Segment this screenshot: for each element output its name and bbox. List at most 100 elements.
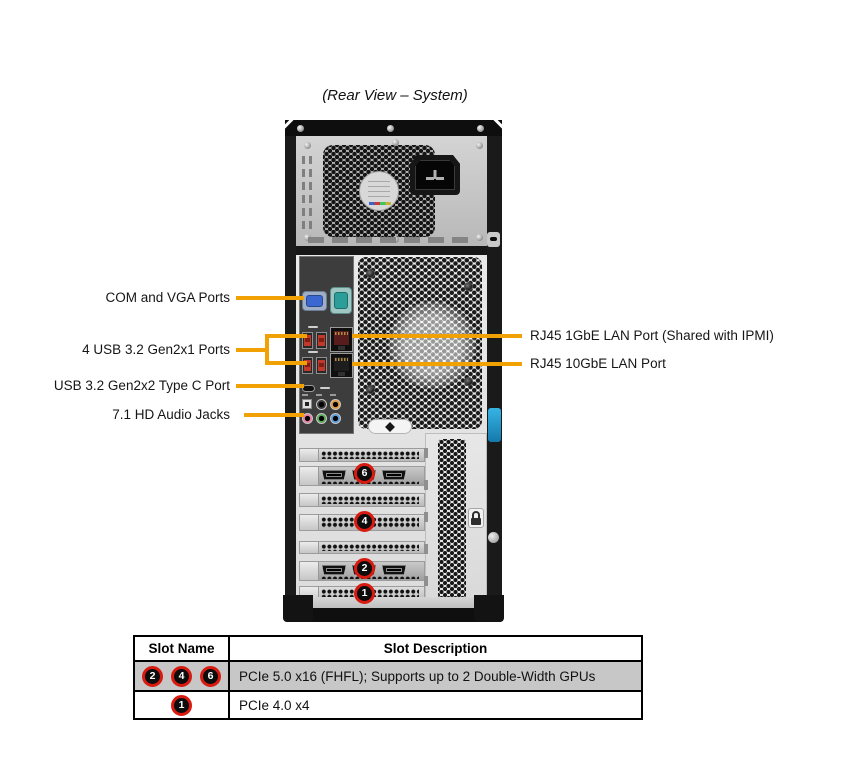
- audio-jack-center-sub: [330, 399, 341, 410]
- table-row: 1 PCIe 4.0 x4: [135, 690, 641, 718]
- slot-marker-badge: 6: [354, 463, 375, 484]
- callout-line: [352, 362, 522, 366]
- slot-description-cell: PCIe 4.0 x4: [239, 697, 310, 713]
- callout-line: [265, 334, 269, 365]
- screw-icon: [297, 125, 304, 132]
- chassis-foot: [283, 595, 313, 622]
- screw-icon: [366, 269, 375, 278]
- io-panel: [299, 256, 354, 434]
- vga-connector: [306, 295, 323, 307]
- screw-icon: [464, 377, 473, 386]
- displayport-connector: [382, 565, 406, 575]
- bracket-hook: [424, 576, 428, 586]
- ac-pin: [426, 177, 434, 180]
- usb-port: [302, 357, 313, 374]
- bracket-hook: [424, 544, 428, 554]
- ac-pin: [436, 177, 444, 180]
- slot-marker-badge: 4: [354, 511, 375, 532]
- usb-connector: [304, 335, 311, 346]
- table-header-row: Slot Name Slot Description: [135, 637, 641, 660]
- ac-inlet-socket: [415, 160, 455, 190]
- slot-bracket-tab: [300, 542, 319, 553]
- side-vent-column: [438, 439, 466, 599]
- chassis-foot: [474, 595, 504, 622]
- slot-bracket-tab: [300, 467, 319, 485]
- com-port: [330, 287, 352, 314]
- screw-icon: [304, 234, 311, 241]
- callout-line: [236, 296, 304, 300]
- fan-hub: [388, 301, 476, 389]
- motherboard-rear-panel: 6 4 2 1: [296, 255, 487, 608]
- slot-vent-perforation: [321, 481, 419, 484]
- expansion-slot-cover: [299, 448, 425, 462]
- slot-name-cell: 2 4 6: [135, 662, 230, 690]
- screw-icon: [385, 421, 395, 432]
- callout-line: [236, 348, 269, 352]
- sticker-text-lines: [368, 181, 390, 182]
- displayport-connector: [382, 470, 406, 480]
- com-connector: [334, 292, 348, 309]
- padlock-icon: [468, 508, 484, 528]
- usb-port: [316, 357, 327, 374]
- screw-icon: [477, 125, 484, 132]
- side-panel-latch: [488, 408, 501, 442]
- optical-spdif-port: [302, 399, 312, 409]
- slot-bracket-tab: [300, 449, 319, 461]
- usb-connector: [304, 360, 311, 371]
- ac-pin: [433, 170, 437, 179]
- table-header-slot-description: Slot Description: [383, 641, 488, 656]
- usb-c-icon: [320, 387, 330, 389]
- screw-icon: [392, 139, 399, 146]
- slot-vent-perforation: [321, 496, 419, 504]
- audio-jack-line-in: [330, 413, 341, 424]
- usb-connector: [318, 360, 325, 371]
- table-header-slot-name: Slot Name: [135, 637, 230, 660]
- callout-line: [244, 413, 304, 417]
- system-fan-grille: [358, 257, 482, 429]
- rj45-notch: [338, 372, 345, 376]
- expansion-slot-cover: [299, 541, 425, 554]
- audio-jack-line-out: [316, 413, 327, 424]
- usb-connector: [318, 335, 325, 346]
- psu-fan-sticker: [359, 171, 399, 211]
- bracket-hook: [424, 480, 428, 490]
- figure-title: (Rear View – System): [322, 87, 468, 104]
- slot-vent-perforation: [321, 451, 419, 459]
- slot-badge: 6: [200, 665, 221, 687]
- callout-line: [236, 384, 304, 388]
- slot-bracket-tab: [300, 562, 319, 580]
- usb-port: [316, 332, 327, 349]
- psu-bottom-vents: [308, 237, 476, 243]
- displayport-connector: [322, 470, 346, 480]
- callout-label-lan-1gbe: RJ45 1GbE LAN Port (Shared with IPMI): [530, 328, 774, 343]
- slot-vent-perforation: [321, 544, 419, 551]
- padlock-shackle: [472, 511, 480, 518]
- slot-description-cell: PCIe 5.0 x16 (FHFL); Supports up to 2 Do…: [239, 668, 596, 684]
- callout-line: [352, 334, 522, 338]
- padlock-body: [471, 518, 481, 525]
- rj45-connector: [334, 331, 349, 345]
- callout-label-usb-typec: USB 3.2 Gen2x2 Type C Port: [53, 378, 230, 393]
- audio-jack-rear: [316, 399, 327, 410]
- chassis-divider: [296, 246, 487, 255]
- chassis-top-edge: [281, 116, 506, 136]
- slot-bracket-tab: [300, 494, 319, 506]
- chassis-rear-view: 6 4 2 1: [281, 116, 506, 622]
- slot-badge: 4: [171, 665, 192, 687]
- slot-vent-perforation: [321, 576, 419, 579]
- screw-icon: [476, 142, 483, 149]
- sticker-color-strip: [369, 202, 391, 205]
- callout-label-lan-10gbe: RJ45 10GbE LAN Port: [530, 356, 666, 371]
- screw-icon: [476, 234, 483, 241]
- callout-label-com-vga: COM and VGA Ports: [105, 290, 230, 305]
- thumbscrew: [488, 532, 499, 543]
- chassis-bottom-edge: [285, 608, 502, 622]
- slot-badge: 2: [142, 665, 163, 687]
- card-retention-panel: [424, 433, 487, 605]
- callout-label-audio: 7.1 HD Audio Jacks: [112, 407, 230, 422]
- rj45-connector: [334, 357, 349, 371]
- usb-icon: [308, 351, 318, 353]
- audio-jack-mic: [302, 413, 313, 424]
- screw-icon: [387, 125, 394, 132]
